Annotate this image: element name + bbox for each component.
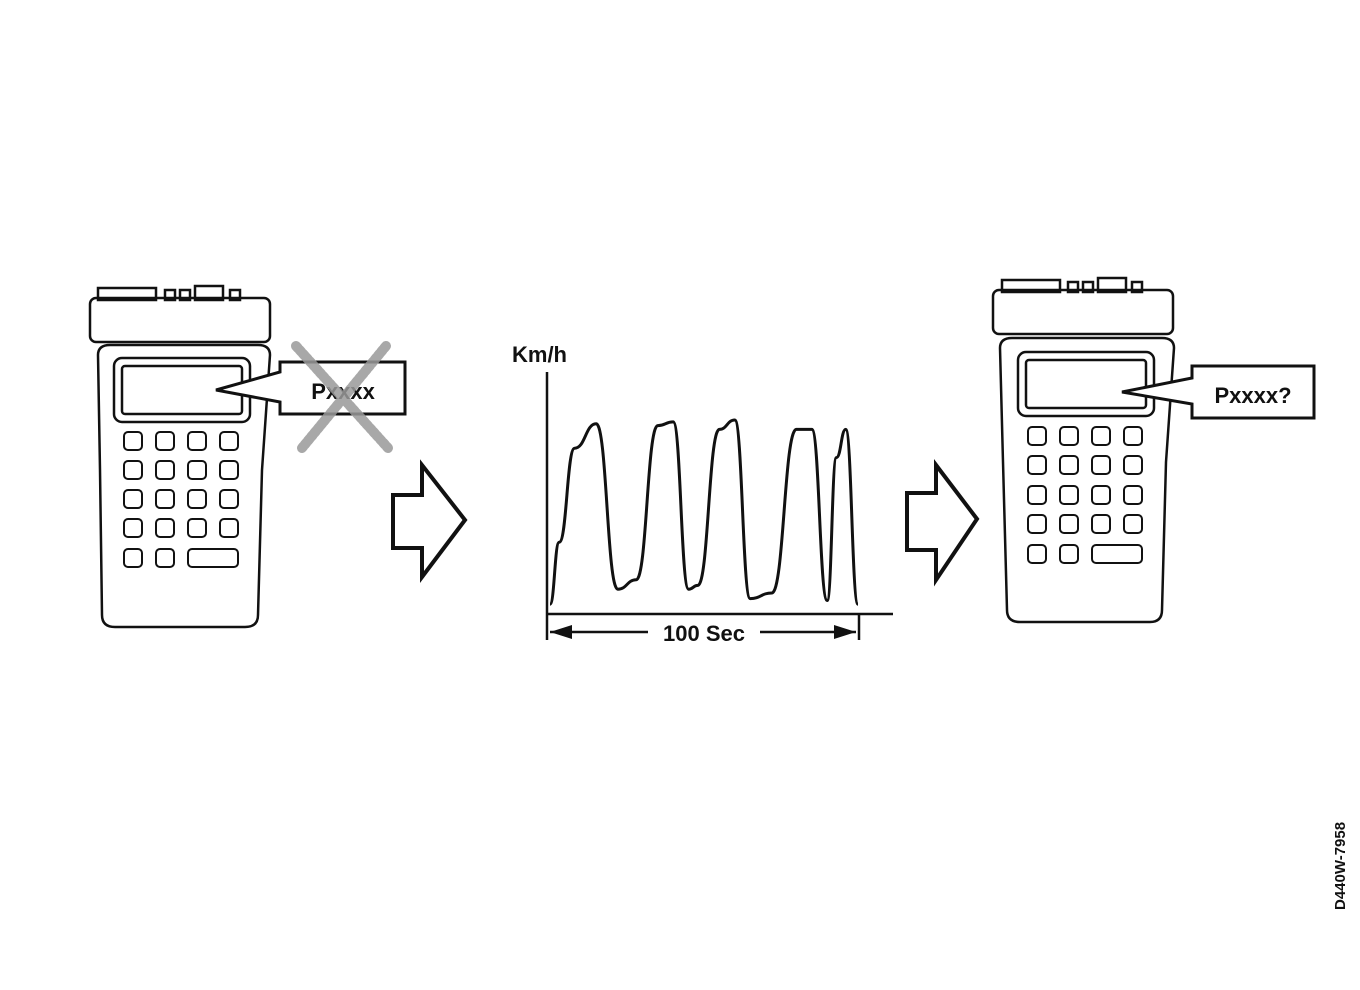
flow-arrow-2 <box>905 459 980 587</box>
cross-out-icon <box>291 341 393 453</box>
callout-left: Pxxxx <box>215 341 407 453</box>
speed-curve <box>548 418 860 606</box>
duration-dimension <box>550 625 856 639</box>
figure-code: D440W-7958 <box>1332 822 1349 910</box>
y-unit-label: Km/h <box>512 342 567 367</box>
callout-right-text: Pxxxx? <box>1214 383 1291 408</box>
flow-arrow-1 <box>391 459 468 583</box>
speed-graph: Km/h 100 Sec <box>512 342 893 646</box>
keypad-left <box>123 431 239 568</box>
duration-label: 100 Sec <box>663 621 745 646</box>
scan-tool-left <box>88 284 272 629</box>
keypad-right <box>1027 426 1143 564</box>
callout-right: Pxxxx? <box>1121 364 1316 420</box>
scan-tool-right <box>991 276 1176 624</box>
